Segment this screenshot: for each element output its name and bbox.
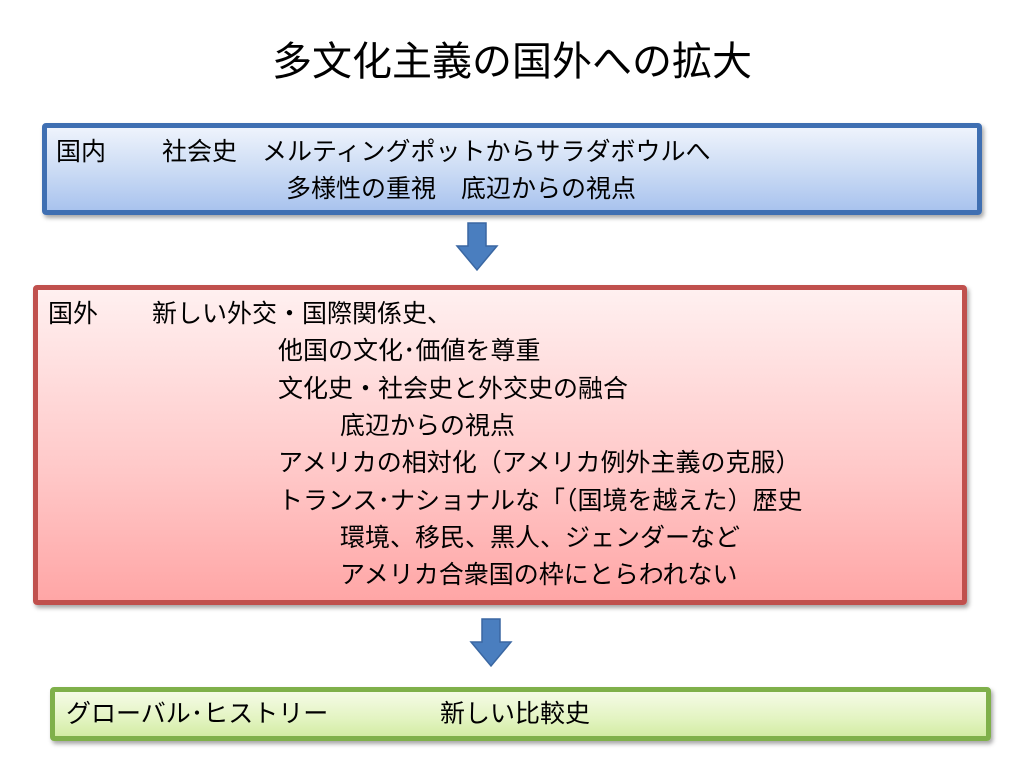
domestic-line-1: 社会史 メルティングポットからサラダボウルへ (162, 137, 711, 166)
foreign-line-4: 底辺からの視点 (340, 411, 516, 440)
foreign-label: 国外 (48, 299, 99, 328)
global-label: グローバル･ヒストリー (66, 699, 329, 728)
slide-title: 多文化主義の国外への拡大 (272, 39, 752, 85)
down-arrow-icon (455, 222, 499, 272)
down-arrow-icon (469, 618, 513, 668)
foreign-box (33, 285, 967, 605)
foreign-line-2: 他国の文化･価値を尊重 (278, 336, 541, 365)
foreign-line-5: アメリカの相対化（アメリカ例外主義の克服） (278, 448, 801, 477)
domestic-box (42, 123, 982, 215)
global-box (50, 687, 991, 741)
foreign-line-7: 環境、移民、黒人、ジェンダーなど (340, 523, 741, 552)
foreign-line-1: 新しい外交・国際関係史、 (152, 299, 453, 328)
foreign-line-3: 文化史・社会史と外交史の融合 (278, 374, 629, 403)
foreign-line-6: トランス･ナショナルな「（国境を越えた）歴史 (278, 486, 803, 515)
domestic-label: 国内 (56, 137, 107, 166)
foreign-line-8: アメリカ合衆国の枠にとらわれない (340, 560, 738, 589)
global-text: 新しい比較史 (440, 699, 591, 728)
domestic-line-2: 多様性の重視 底辺からの視点 (286, 174, 637, 203)
